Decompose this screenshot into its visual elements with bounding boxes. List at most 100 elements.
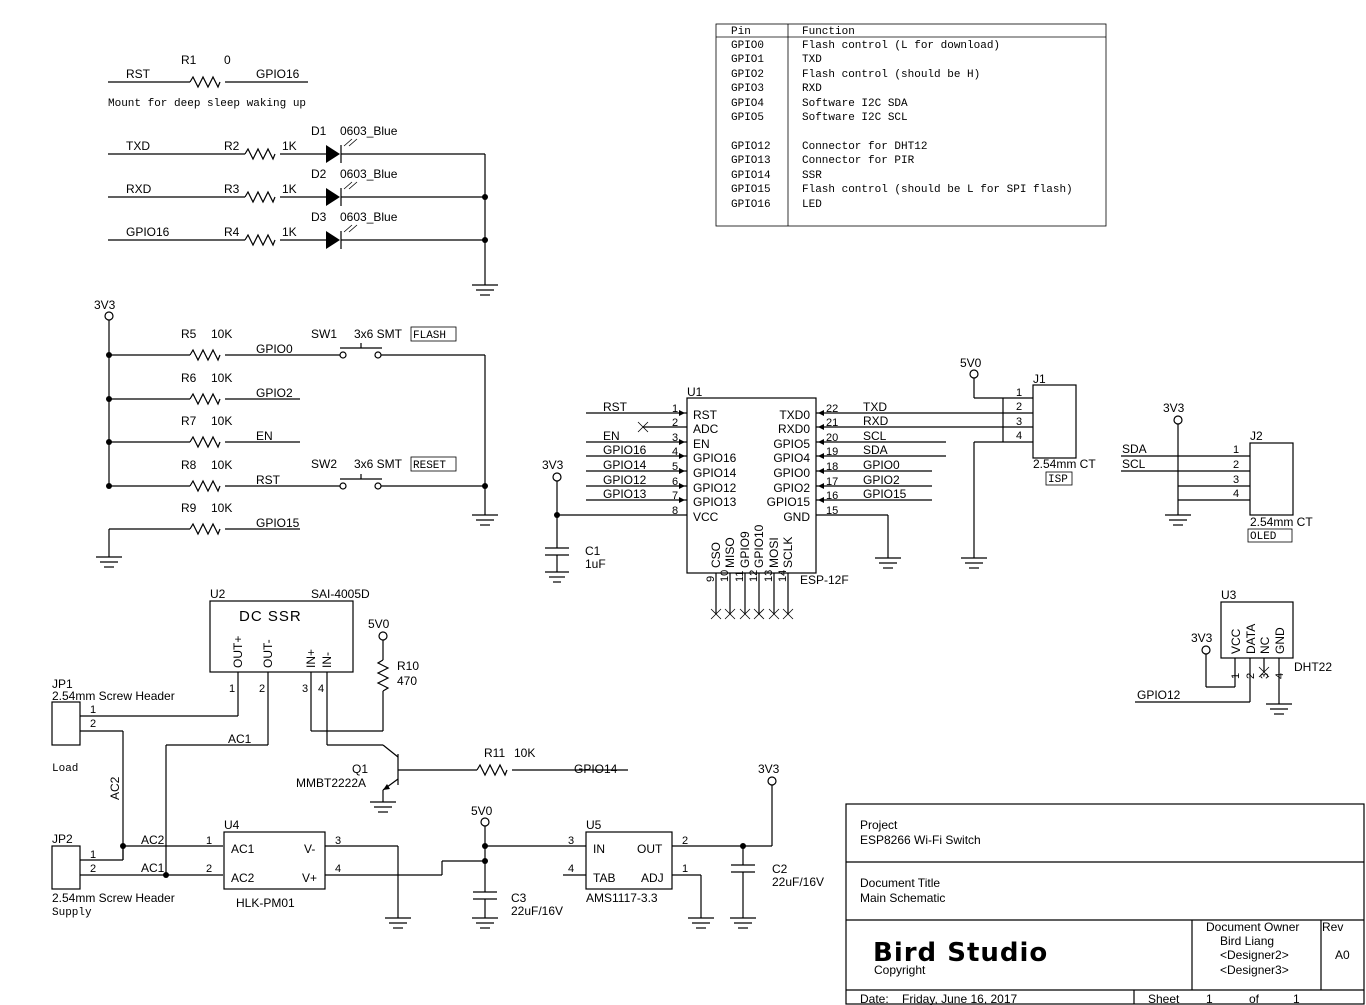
ref-label: D3 xyxy=(311,210,327,224)
net-label: GPIO15 xyxy=(863,487,907,501)
value-label: 10K xyxy=(211,458,232,472)
u2-pin: OUT+1 xyxy=(229,636,245,695)
net-label: SDA xyxy=(1122,442,1147,456)
value-label: 1K xyxy=(282,139,297,153)
pin-number: 3 xyxy=(1233,474,1239,486)
net-label: AC2 xyxy=(141,833,165,847)
sheet-number: 1 xyxy=(1206,992,1213,1005)
value-label: 0603_Blue xyxy=(340,124,398,138)
designer-name: <Designer3> xyxy=(1220,963,1289,977)
resistor xyxy=(189,435,221,449)
resistor-r11: R11 10K GPIO14 xyxy=(476,746,628,777)
ground-symbol xyxy=(1266,703,1292,715)
date-value: Friday, June 16, 2017 xyxy=(902,992,1018,1005)
resistor xyxy=(189,522,221,536)
ssr-title: DC SSR xyxy=(239,608,302,625)
pin-table-pin: GPIO0 xyxy=(731,40,764,52)
pin-number: 1 xyxy=(1016,387,1022,399)
value-label: 10K xyxy=(211,501,232,515)
ref-label: JP1 xyxy=(52,677,73,691)
capacitor-c1: C1 1uF xyxy=(545,544,606,583)
value-label: 470 xyxy=(397,674,417,688)
tag-label: FLASH xyxy=(413,330,446,342)
value-label: 2.54mm Screw Header xyxy=(52,689,175,703)
ref-label: D1 xyxy=(311,124,327,138)
net-label: GPIO15 xyxy=(256,516,300,530)
net-label: AC2 xyxy=(108,776,122,800)
pin-name: IN- xyxy=(320,652,334,668)
ground-symbol xyxy=(472,284,498,296)
pin-number: 6 xyxy=(672,476,678,488)
pin-number: 2 xyxy=(90,863,96,875)
tag-label: OLED xyxy=(1250,531,1277,543)
part-label: HLK-PM01 xyxy=(236,896,295,910)
value-label: 0 xyxy=(224,53,231,67)
pin-number: 15 xyxy=(826,505,838,517)
power-port xyxy=(969,369,979,379)
net-label: GPIO12 xyxy=(1137,688,1181,702)
power-port xyxy=(552,472,562,482)
pin-number: 21 xyxy=(826,417,838,429)
resistor-r10: 5V0 R10 470 xyxy=(320,617,419,732)
resistor xyxy=(189,479,221,493)
r1-note: Mount for deep sleep waking up xyxy=(108,98,306,110)
regulator-u5: U5 AMS1117-3.3 IN TAB OUT ADJ 3 4 2 1 xyxy=(563,818,772,929)
net-label: GPIO16 xyxy=(126,225,170,239)
pin-number: 2 xyxy=(259,683,265,695)
studio-logo: Bird Studio xyxy=(873,938,1048,968)
pin-name: MISO xyxy=(723,537,737,568)
value-label: 22uF/16V xyxy=(511,904,563,918)
ref-label: U5 xyxy=(586,818,602,832)
ref-label: R7 xyxy=(181,414,197,428)
rev-label: Rev xyxy=(1322,920,1343,934)
pin-name: ADJ xyxy=(641,871,664,885)
pin-name: GND xyxy=(1273,627,1287,654)
pin-name: VCC xyxy=(1229,628,1243,654)
pin-name: GPIO12 xyxy=(693,481,737,495)
net-label: SCL xyxy=(1122,457,1146,471)
net-label: SCL xyxy=(863,429,887,443)
pin-table-pin: GPIO13 xyxy=(731,155,771,167)
pin-name: GPIO13 xyxy=(693,495,737,509)
ref-label: J1 xyxy=(1033,372,1046,386)
pin-table-header-function: Function xyxy=(802,26,855,38)
pin-name: OUT- xyxy=(261,639,275,668)
resistor xyxy=(244,147,276,161)
net-label: GPIO2 xyxy=(863,473,900,487)
ref-label: U4 xyxy=(224,818,240,832)
pin-name: GPIO0 xyxy=(773,466,810,480)
u2-pin: IN+3 xyxy=(302,649,318,695)
pin-number: 9 xyxy=(705,576,717,582)
ref-label: R9 xyxy=(181,501,197,515)
connector-note: Supply xyxy=(52,907,92,919)
value-label: 10K xyxy=(211,414,232,428)
pin-table-function: LED xyxy=(802,199,822,211)
supply-label: 3V3 xyxy=(758,762,780,776)
pin-number: 2 xyxy=(1016,401,1022,413)
pin-name: ADC xyxy=(693,422,719,436)
pin-table-pin: GPIO2 xyxy=(731,69,764,81)
net-label: GPIO14 xyxy=(603,458,647,472)
resistor xyxy=(244,233,276,247)
pin-table-pin: GPIO3 xyxy=(731,83,764,95)
date-label: Date: xyxy=(860,992,889,1005)
supply-label: 5V0 xyxy=(471,804,493,818)
led-diode xyxy=(326,188,340,206)
value-label: 1uF xyxy=(585,557,606,571)
value-label: 2.54mm CT xyxy=(1033,457,1096,471)
